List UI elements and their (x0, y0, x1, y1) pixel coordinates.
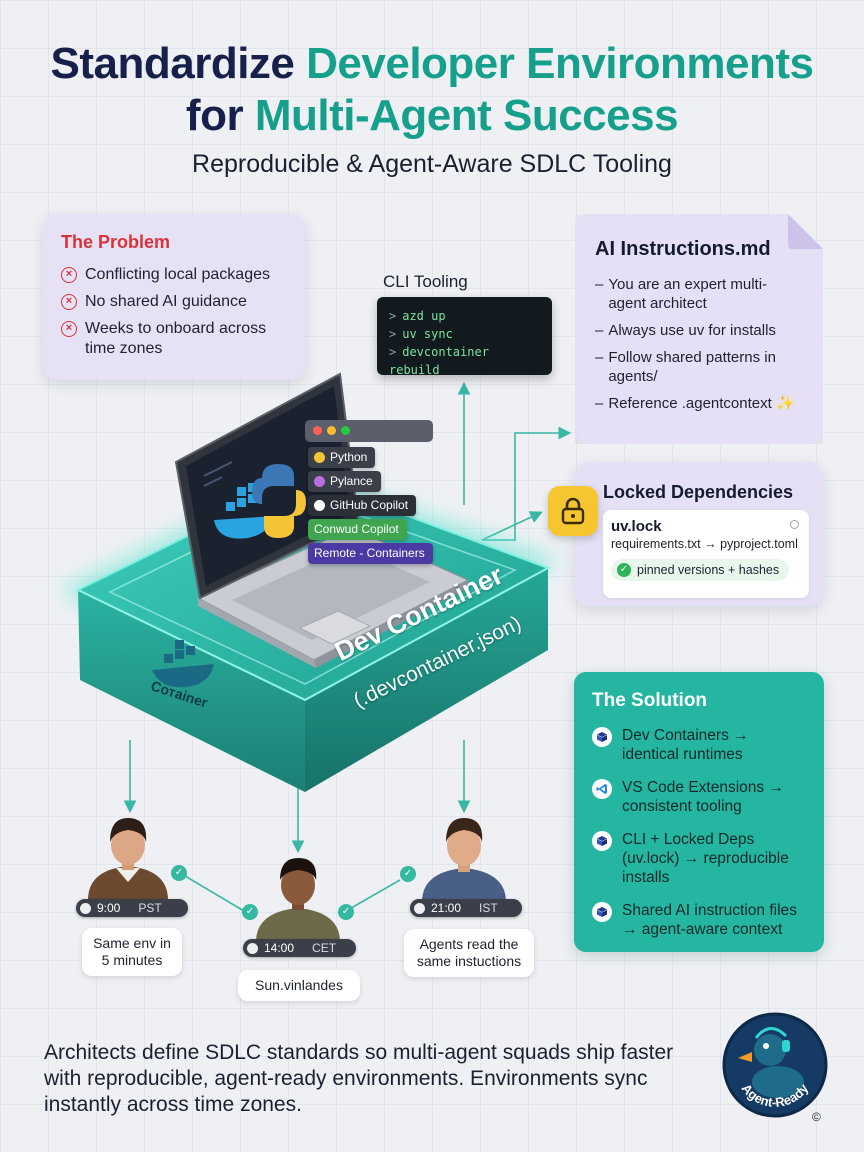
extension-pylance: Pylance (308, 471, 381, 492)
solution-heading: The Solution (592, 690, 708, 711)
problem-item: ×Conflicting local packages (61, 265, 287, 285)
lockfile-panel: uv.lock requirements.txt → pyproject.tom… (603, 510, 809, 598)
x-circle-icon: × (61, 294, 77, 310)
lockfile-name: uv.lock (611, 518, 662, 535)
page-subtitle: Reproducible & Agent-Aware SDLC Tooling (192, 150, 672, 178)
x-circle-icon: × (61, 321, 77, 337)
developer-avatar-ist (422, 818, 506, 902)
check-circle-icon: ✓ (171, 865, 187, 881)
agent-ready-mascot-icon (722, 1012, 828, 1118)
svg-text:Agent-Ready: Agent-Ready (739, 1080, 812, 1110)
close-dot-icon (313, 426, 322, 435)
terminal-line: >uv sync (389, 327, 453, 341)
extension-python: Python (308, 447, 376, 468)
ai-instructions-doc: AI Instructions.md –You are an expert mu… (575, 214, 823, 444)
vscode-icon (592, 779, 612, 799)
doc-heading: AI Instructions.md (595, 238, 771, 260)
cli-heading: CLI Tooling (383, 272, 468, 291)
terminal-line: >azd up (389, 309, 446, 323)
extension-remote-containers: Remote - Containers (308, 543, 433, 564)
locked-heading: Locked Dependencies (603, 482, 794, 502)
pylance-icon (314, 476, 325, 487)
solution-item: Dev Containers → identical runtimes (592, 726, 806, 764)
extension-github-copilot: GitHub Copilot (308, 495, 417, 516)
requirements-mapping: requirements.txt → pyproject.toml (611, 537, 798, 551)
check-circle-icon: ✓ (242, 904, 258, 920)
problem-heading: The Problem (61, 232, 171, 252)
solution-item: CLI + Locked Deps (uv.lock) → reproducib… (592, 830, 806, 887)
problem-item: ×No shared AI guidance (61, 292, 287, 312)
maximize-dot-icon (341, 426, 350, 435)
terminal-line: >devcontainer rebuild (389, 345, 489, 377)
developer-avatar-cet (256, 858, 340, 942)
check-circle-icon: ✓ (400, 866, 416, 882)
container-whale-icon (152, 640, 214, 688)
caption-cet: Sun.vinlandes (238, 970, 360, 1001)
extensions-panel: Python Pylance GitHub Copilot Conwud Cop… (305, 420, 435, 570)
mascot-text-ring: Agent-Ready (739, 1080, 812, 1110)
x-circle-icon: × (61, 267, 77, 283)
package-cube-icon (592, 831, 612, 851)
extension-copilot-chat: Conwud Copilot (308, 519, 407, 540)
caption-ist: Agents read the same instuctions (404, 929, 534, 977)
padlock-icon (548, 486, 598, 536)
problem-item: ×Weeks to onboard across time zones (61, 319, 287, 359)
clock-icon (80, 902, 91, 914)
doc-item: –Always use uv for installs (595, 322, 776, 339)
clock-icon (414, 902, 425, 914)
github-icon (314, 500, 325, 511)
locked-dependencies-card: Locked Dependencies uv.lock requirements… (575, 462, 823, 606)
instruction-cube-icon (592, 902, 612, 922)
page-title: Standardize Developer Environments for M… (50, 39, 815, 140)
minimize-dot-icon (327, 426, 336, 435)
pinned-badge: ✓ pinned versions + hashes (611, 559, 790, 581)
container-cube-icon (592, 727, 612, 747)
window-titlebar (305, 420, 433, 442)
python-icon (314, 452, 325, 463)
doc-item: –Follow shared patterns in agents/ (595, 349, 776, 385)
python-logo-icon (252, 464, 306, 538)
caption-pst: Same env in 5 minutes (82, 928, 182, 976)
clock-icon (247, 942, 258, 954)
solution-item: VS Code Extensions → consistent tooling (592, 778, 806, 816)
status-dot-icon (790, 520, 799, 529)
doc-item: –Reference .agentcontext ✨ (595, 395, 795, 412)
check-circle-icon: ✓ (338, 904, 354, 920)
copyright-mark: © (812, 1110, 821, 1124)
terminal-window: >azd up >uv sync >devcontainer rebuild (377, 297, 552, 377)
problem-card: The Problem ×Conflicting local packages … (43, 214, 305, 380)
footer-text: Architects define SDLC standards so mult… (44, 1041, 674, 1116)
doc-item: –You are an expert multi-agent architect (595, 276, 768, 312)
developer-avatar-pst (88, 818, 168, 900)
check-icon: ✓ (617, 563, 631, 577)
solution-item: Shared AI instruction files → agent-awar… (592, 901, 806, 939)
solution-card: The Solution Dev Containers → identical … (574, 672, 824, 952)
